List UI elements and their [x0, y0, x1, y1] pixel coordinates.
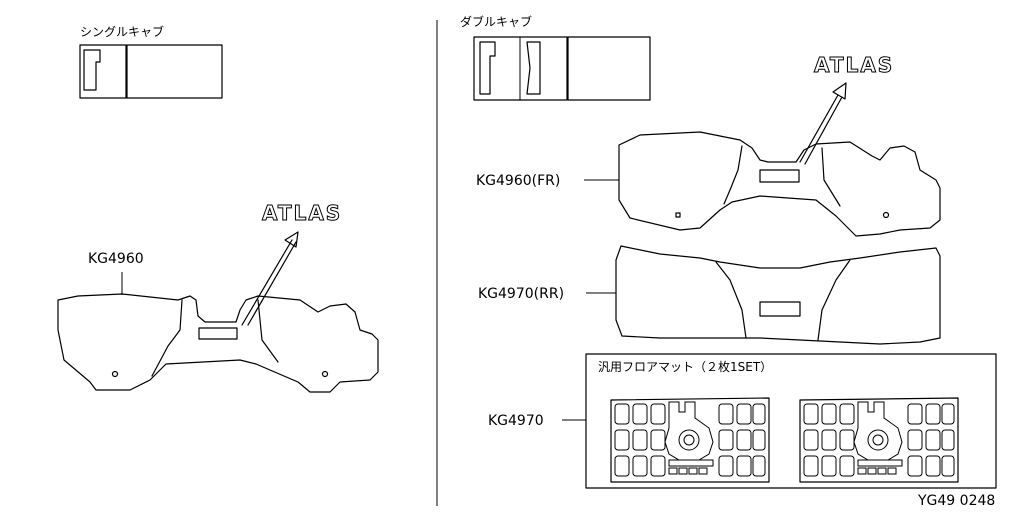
single-cab-floor-mat	[57, 293, 379, 393]
part-label-kg4970-rr: KG4970(RR)	[478, 286, 564, 302]
single-cab-icon	[79, 44, 223, 99]
double-cab-icon	[473, 36, 651, 101]
universal-mat-left	[610, 397, 770, 483]
atlas-logo-right: ATLAS	[814, 53, 894, 77]
single-cab-section: シングルキャブ ATLAS KG4960	[57, 24, 379, 393]
logo-pointer-arrow-right	[799, 82, 847, 165]
double-cab-label: ダブルキャブ	[460, 14, 532, 29]
part-label-kg4960-fr: KG4960(FR)	[476, 173, 560, 189]
universal-mat-right	[799, 397, 959, 483]
universal-floor-mat-title: 汎用フロアマット（２枚1SET）	[598, 359, 772, 374]
universal-floor-mat-box	[585, 353, 997, 489]
part-label-kg4960: KG4960	[88, 251, 144, 267]
double-cab-front-mat	[618, 131, 941, 237]
double-cab-rear-mat	[615, 245, 941, 345]
part-label-kg4970: KG4970	[488, 413, 544, 429]
logo-pointer-arrow-left	[241, 231, 299, 326]
diagram-reference-code: YG49 0248	[917, 493, 995, 509]
atlas-logo-left: ATLAS	[262, 201, 342, 225]
double-cab-section: ダブルキャブ ATLAS KG4960(FR) KG4970(RR)	[460, 14, 997, 489]
single-cab-label: シングルキャブ	[80, 24, 164, 39]
